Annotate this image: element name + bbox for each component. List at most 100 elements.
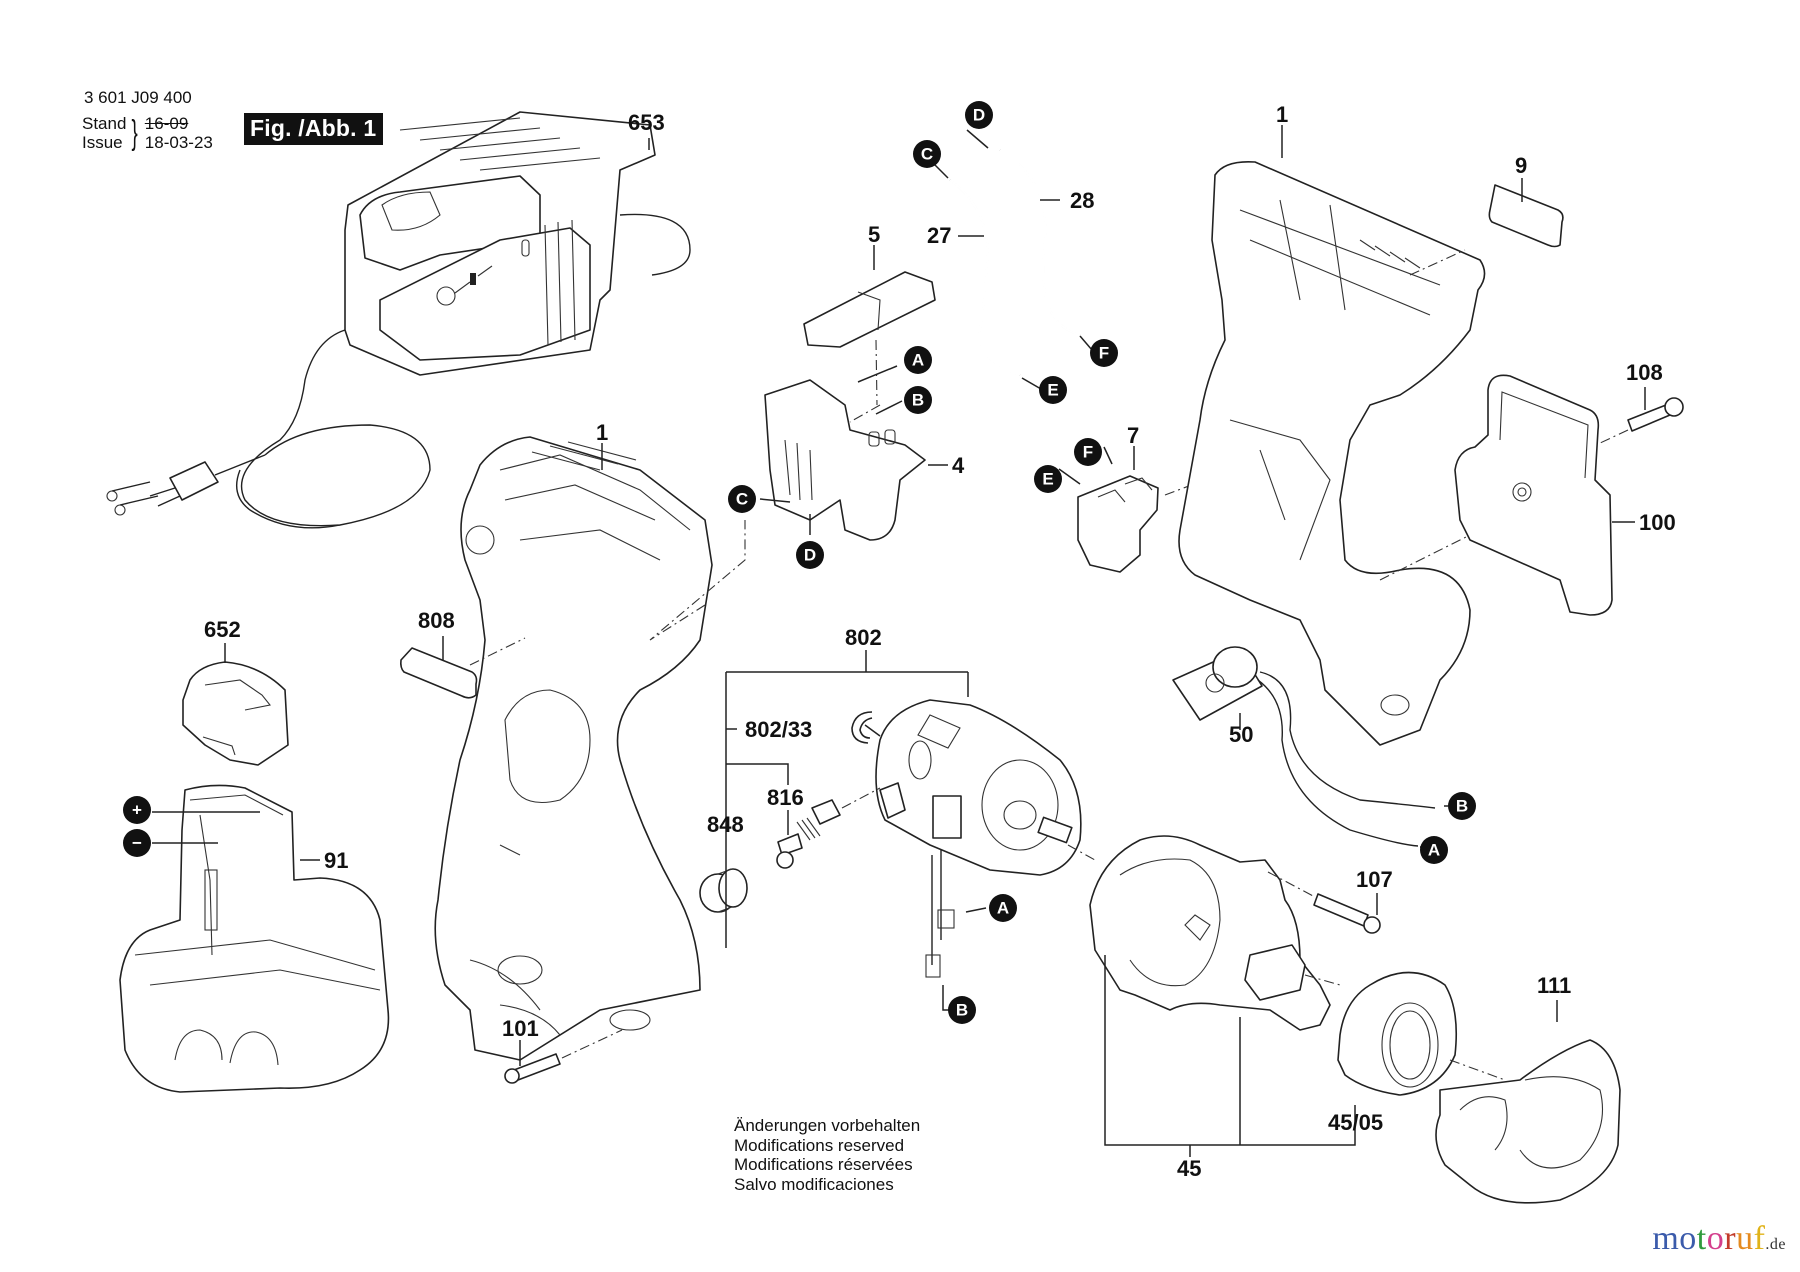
- screw-107[interactable]: [1267, 871, 1381, 934]
- part-label-9[interactable]: 9: [1515, 153, 1527, 178]
- wm-letter: r: [1724, 1220, 1737, 1257]
- part-label-4[interactable]: 4: [952, 453, 965, 478]
- part-label-50[interactable]: 50: [1229, 722, 1253, 747]
- screw-101[interactable]: [504, 1029, 623, 1084]
- part-label-27[interactable]: 27: [927, 223, 951, 248]
- part-label-28[interactable]: 28: [1070, 188, 1094, 213]
- callout-e-terminal[interactable]: E: [1034, 465, 1062, 493]
- nameplate-808[interactable]: [400, 637, 526, 699]
- revision-block: Stand Issue } 16-09 18-03-23: [82, 114, 213, 152]
- gear-cap-45-05[interactable]: [1337, 971, 1458, 1096]
- part-label-101[interactable]: 101: [502, 1016, 539, 1041]
- cable-28[interactable]: [999, 149, 1081, 337]
- gearbox-assembly-45[interactable]: [1067, 835, 1341, 1031]
- notice-line-en: Modifications reserved: [734, 1135, 905, 1155]
- part-label-653[interactable]: 653: [628, 110, 665, 135]
- svg-text:A: A: [997, 899, 1009, 918]
- part-label-1-left[interactable]: 1: [596, 420, 608, 445]
- part-label-1-right[interactable]: 1: [1276, 102, 1288, 127]
- callout-c-cable27[interactable]: C: [913, 140, 941, 168]
- motoruf-watermark[interactable]: motoruf.de: [1652, 1220, 1786, 1258]
- callout-minus-battery[interactable]: −: [123, 829, 151, 857]
- notice-line-de: Änderungen vorbehalten: [734, 1116, 921, 1135]
- callout-e-cable27[interactable]: E: [1039, 376, 1067, 404]
- callout-plus-battery[interactable]: +: [123, 796, 151, 824]
- callout-a-motor[interactable]: A: [989, 894, 1017, 922]
- switch-slider-5[interactable]: [803, 271, 936, 406]
- notice-line-es: Salvo modificaciones: [734, 1174, 894, 1194]
- callout-c-switch[interactable]: C: [728, 485, 756, 513]
- part-label-802-33[interactable]: 802/33: [745, 717, 812, 742]
- callout-b-motor[interactable]: B: [948, 996, 976, 1024]
- part-label-100[interactable]: 100: [1639, 510, 1676, 535]
- svg-text:B: B: [1456, 797, 1468, 816]
- callout-d-cable28[interactable]: D: [965, 101, 993, 129]
- wm-suffix: .de: [1765, 1236, 1786, 1253]
- notice-line-fr: Modifications réservées: [734, 1155, 913, 1174]
- wm-letter: o: [1679, 1220, 1697, 1257]
- svg-text:F: F: [1083, 443, 1093, 462]
- retaining-ring-802-33[interactable]: [851, 711, 881, 744]
- part-label-45[interactable]: 45: [1177, 1156, 1201, 1181]
- callout-b-led[interactable]: B: [1448, 792, 1476, 820]
- led-module-50[interactable]: [1172, 646, 1436, 847]
- part-label-5[interactable]: 5: [868, 222, 880, 247]
- connection-callouts: A B C D C D E F E F A B B A + −: [123, 101, 1476, 1024]
- nameplate-9[interactable]: [1488, 184, 1564, 248]
- svg-text:D: D: [804, 546, 816, 565]
- callout-f-cable28[interactable]: F: [1090, 339, 1118, 367]
- battery-cover-652[interactable]: [182, 661, 289, 766]
- charger-653[interactable]: [106, 111, 691, 529]
- wm-letter: o: [1706, 1220, 1725, 1257]
- part-labels: 653 1 1 5 4 27 28 7 9 108 100 808 652 91…: [204, 102, 1676, 1181]
- part-label-111[interactable]: 111: [1537, 973, 1571, 998]
- part-label-848[interactable]: 848: [707, 812, 744, 837]
- svg-text:C: C: [921, 145, 933, 164]
- screw-108[interactable]: [1597, 397, 1684, 445]
- brush-cap-848[interactable]: [699, 868, 748, 913]
- wm-letter: t: [1696, 1220, 1707, 1257]
- stand-value-old: 16-09: [144, 114, 189, 133]
- part-label-45-05[interactable]: 45/05: [1328, 1110, 1383, 1135]
- part-label-808[interactable]: 808: [418, 608, 455, 633]
- figure-badge: Fig. /Abb. 1: [244, 113, 384, 145]
- callout-b-switch[interactable]: B: [904, 386, 932, 414]
- cable-27[interactable]: [949, 179, 1021, 377]
- leader-lines: [152, 125, 1646, 1157]
- wm-letter: m: [1652, 1220, 1680, 1257]
- brace-icon: }: [131, 114, 139, 152]
- motor-assembly-802[interactable]: [875, 699, 1082, 978]
- callout-a-switch[interactable]: A: [904, 346, 932, 374]
- svg-text:C: C: [736, 490, 748, 509]
- part-label-802[interactable]: 802: [845, 625, 882, 650]
- housing-right-1[interactable]: [1178, 160, 1501, 746]
- part-label-652[interactable]: 652: [204, 617, 241, 642]
- stand-label: Stand: [82, 114, 127, 133]
- part-label-816[interactable]: 816: [767, 785, 804, 810]
- issue-label: Issue: [82, 133, 123, 152]
- svg-text:+: +: [132, 801, 142, 820]
- document-number: 3 601 J09 400: [84, 88, 192, 107]
- svg-text:B: B: [912, 391, 924, 410]
- part-label-107[interactable]: 107: [1356, 867, 1393, 892]
- switch-4[interactable]: [764, 379, 926, 541]
- part-label-7[interactable]: 7: [1127, 423, 1139, 448]
- callout-d-switch[interactable]: D: [796, 541, 824, 569]
- svg-text:−: −: [132, 834, 142, 853]
- bumper-111[interactable]: [1435, 1039, 1621, 1204]
- svg-text:E: E: [1042, 470, 1053, 489]
- housing-left-1[interactable]: [434, 436, 746, 1061]
- belt-clip-100[interactable]: [1454, 374, 1613, 616]
- svg-text:A: A: [912, 351, 924, 370]
- carbon-brush-816[interactable]: [776, 787, 881, 869]
- callout-a-led[interactable]: A: [1420, 836, 1448, 864]
- svg-text:A: A: [1428, 841, 1440, 860]
- svg-text:F: F: [1099, 344, 1109, 363]
- battery-pack-91[interactable]: [119, 784, 390, 1093]
- wm-letter: f: [1753, 1220, 1766, 1257]
- callout-f-terminal[interactable]: F: [1074, 438, 1102, 466]
- issue-value: 18-03-23: [144, 133, 213, 152]
- part-label-91[interactable]: 91: [324, 848, 348, 873]
- part-label-108[interactable]: 108: [1626, 360, 1663, 385]
- wm-letter: u: [1736, 1220, 1754, 1257]
